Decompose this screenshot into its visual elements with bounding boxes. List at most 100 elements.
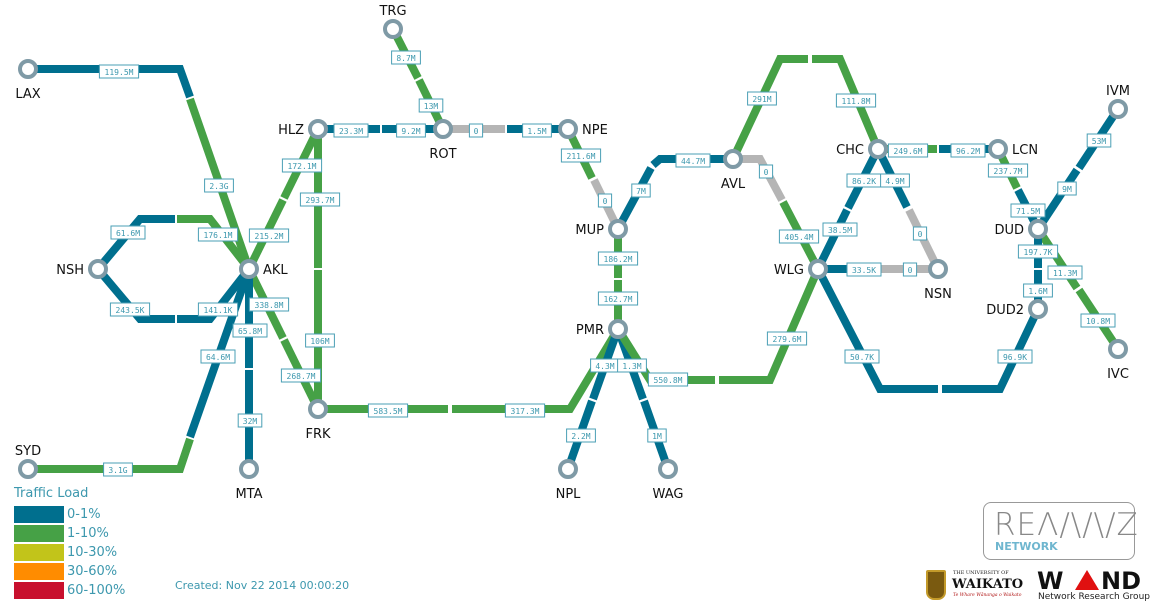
- node-frk[interactable]: FRK: [305, 399, 331, 442]
- link-half-out: [28, 65, 194, 99]
- link-label-text: 211.6M: [567, 152, 596, 161]
- link-label-box: [391, 50, 421, 65]
- node-ring-icon: [1108, 339, 1128, 359]
- node-label: NSN: [924, 287, 952, 302]
- node-hlz[interactable]: HLZ: [278, 119, 328, 139]
- link-label-box: [1086, 133, 1112, 148]
- link-label-in: 53M: [1086, 133, 1112, 148]
- node-ivc[interactable]: IVC: [1107, 339, 1129, 382]
- traffic-load-legend: Traffic Load 0-1%1-10%10-30%30-60%60-100…: [14, 486, 125, 600]
- link-label-box: [747, 91, 777, 106]
- node-syd[interactable]: SYD: [15, 444, 41, 479]
- node-ivm[interactable]: IVM: [1106, 84, 1130, 119]
- link-label-text: 0: [474, 127, 479, 136]
- link-wlg-dud2[interactable]: [814, 267, 1042, 393]
- node-npl[interactable]: NPL: [556, 459, 582, 502]
- link-label-box: [880, 173, 910, 188]
- link-avl-chc[interactable]: [729, 55, 882, 161]
- link-frk-pmr[interactable]: [318, 326, 622, 413]
- node-avl[interactable]: AVL: [721, 149, 746, 192]
- link-label-text: 338.8M: [255, 301, 284, 310]
- link-label-text: 2.3G: [209, 182, 228, 191]
- link-label-in: 111.8M: [835, 93, 877, 108]
- link-label-in: 32M: [237, 413, 263, 428]
- link-label-out: 4.3M: [590, 358, 620, 373]
- link-label-out: 249.6M: [887, 143, 929, 158]
- node-label: PMR: [576, 323, 604, 338]
- link-label-box: [835, 93, 877, 108]
- link-label-text: 61.6M: [116, 229, 140, 238]
- node-ring-icon: [558, 119, 578, 139]
- link-avl-wlg[interactable]: [733, 155, 822, 271]
- link-label-box: [997, 349, 1033, 364]
- link-label-box: [504, 403, 546, 418]
- link-label-out: 4.9M: [880, 173, 910, 188]
- node-nsn[interactable]: NSN: [924, 259, 952, 302]
- link-label-text: 1.5M: [527, 127, 546, 136]
- link-akl-syd[interactable]: [28, 267, 253, 473]
- link-label-in: 96.9K: [997, 349, 1033, 364]
- node-dud2[interactable]: DUD2: [986, 299, 1048, 319]
- node-akl[interactable]: AKL: [239, 259, 288, 279]
- node-ring-icon: [1028, 219, 1048, 239]
- link-pmr-wlg[interactable]: [614, 267, 822, 384]
- nodes-layer: LAX AKL NSH HLZ ROT TRG NPE MUP PMR AVL CHC LCN WLG N…: [15, 4, 1130, 502]
- node-npe[interactable]: NPE: [558, 119, 608, 139]
- node-mup[interactable]: MUP: [575, 219, 628, 239]
- link-label-text: 172.1M: [288, 162, 317, 171]
- node-wag[interactable]: WAG: [653, 459, 684, 502]
- link-label-out: 211.6M: [560, 148, 602, 163]
- node-label: MTA: [235, 487, 262, 502]
- link-label-text: 65.8M: [238, 327, 262, 336]
- link-label-out: 0: [758, 164, 774, 179]
- link-label-box: [367, 403, 409, 418]
- node-chc[interactable]: CHC: [836, 139, 888, 159]
- node-label: WLG: [774, 263, 804, 278]
- link-label-out: 86.2K: [846, 173, 882, 188]
- link-label-out: 186.2M: [597, 251, 639, 266]
- node-nsh[interactable]: NSH: [56, 259, 108, 279]
- link-trg-rot[interactable]: [389, 27, 447, 131]
- link-half-out: [1034, 167, 1081, 232]
- link-half-in: [719, 267, 822, 384]
- link-label-in: 13M: [418, 98, 444, 113]
- link-label-box: [597, 193, 613, 208]
- link-label-box: [675, 153, 711, 168]
- node-lax[interactable]: LAX: [15, 59, 41, 102]
- link-label-out: 583.5M: [367, 403, 409, 418]
- node-ring-icon: [608, 319, 628, 339]
- link-label-in: 279.6M: [766, 331, 808, 346]
- link-label-box: [237, 413, 263, 428]
- node-trg[interactable]: TRG: [378, 4, 407, 39]
- link-nsh-akl-2[interactable]: [94, 266, 253, 323]
- legend-label: 1-10%: [67, 526, 109, 541]
- wand-logo-mark: W ND: [1037, 567, 1141, 595]
- node-wlg[interactable]: WLG: [774, 259, 828, 279]
- link-label-box: [647, 372, 689, 387]
- link-label-in: 405.4M: [778, 229, 820, 244]
- node-lcn[interactable]: LCN: [988, 139, 1038, 159]
- node-pmr[interactable]: PMR: [576, 319, 628, 339]
- link-label-in: 9.2M: [396, 123, 426, 138]
- link-chc-wlg[interactable]: [814, 147, 882, 271]
- link-label-out: 7M: [631, 183, 651, 198]
- link-label-out: 8.7M: [391, 50, 421, 65]
- link-npe-mup[interactable]: [564, 127, 622, 231]
- node-ring-icon: [308, 399, 328, 419]
- node-dud[interactable]: DUD: [994, 219, 1048, 239]
- link-chc-nsn[interactable]: [874, 147, 942, 271]
- link-label-text: 550.8M: [654, 376, 683, 385]
- node-label: NPL: [556, 487, 582, 502]
- link-nsh-akl-1[interactable]: [94, 215, 253, 272]
- link-label-text: 405.4M: [785, 233, 814, 242]
- link-label-text: 119.5M: [105, 68, 134, 77]
- node-mta[interactable]: MTA: [235, 459, 263, 502]
- link-label-out: 338.8M: [248, 297, 290, 312]
- link-dud-ivm[interactable]: [1034, 106, 1122, 232]
- node-ring-icon: [988, 139, 1008, 159]
- link-label-box: [987, 163, 1029, 178]
- node-rot[interactable]: ROT: [429, 119, 457, 162]
- link-pmr-wag[interactable]: [614, 327, 672, 471]
- link-label-text: 176.1M: [204, 231, 233, 240]
